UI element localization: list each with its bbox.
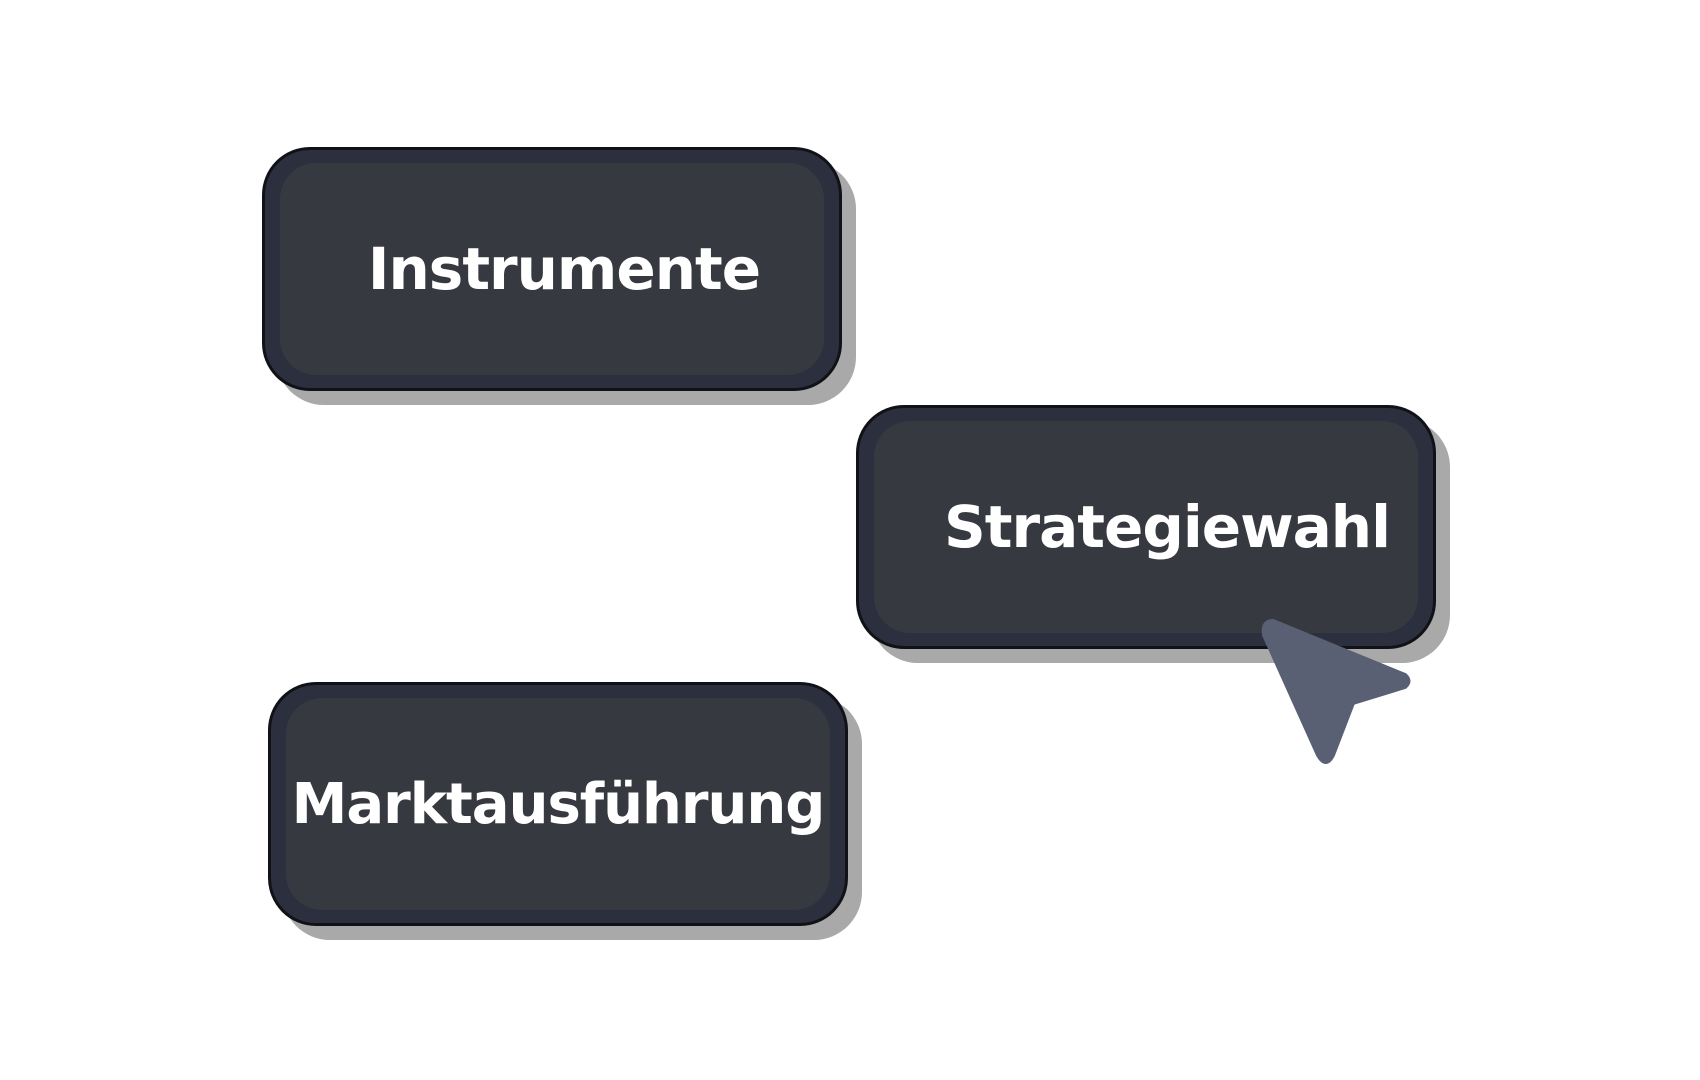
marktausfuehrung-button[interactable]: Marktausführung [268,682,848,926]
instrumente-button-face: Instrumente [280,163,824,375]
marktausfuehrung-button-label: Marktausführung [291,771,826,837]
instrumente-button-label: Instrumente [367,235,761,303]
marktausfuehrung-button-face: Marktausführung [286,698,830,910]
strategiewahl-button-label: Strategiewahl [944,493,1391,561]
strategiewahl-button-face: Strategiewahl [874,421,1418,633]
strategiewahl-button[interactable]: Strategiewahl [856,405,1436,649]
instrumente-button[interactable]: Instrumente [262,147,842,391]
